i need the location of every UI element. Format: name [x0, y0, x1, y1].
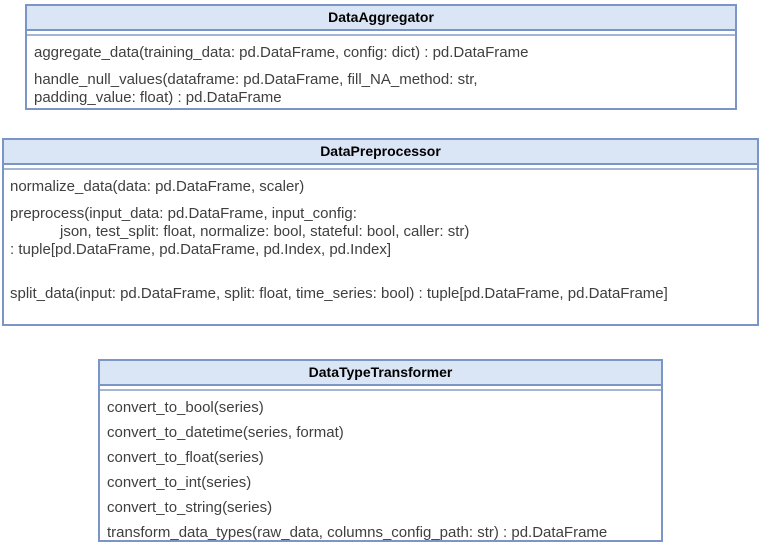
uml-method: transform_data_types(raw_data, columns_c… [107, 524, 654, 542]
uml-method-line: convert_to_float(series) [107, 449, 264, 466]
uml-method: convert_to_int(series) [107, 474, 654, 492]
uml-class-title: DataPreprocessor [4, 140, 757, 165]
uml-class-dataaggregator[interactable]: DataAggregator aggregate_data(training_d… [25, 4, 737, 110]
uml-header-divider [100, 386, 661, 391]
uml-method [10, 268, 750, 276]
uml-method-line: transform_data_types(raw_data, columns_c… [107, 524, 608, 541]
uml-method: normalize_data(data: pd.DataFrame, scale… [10, 178, 750, 196]
uml-method-line: split_data(input: pd.DataFrame, split: f… [10, 285, 668, 302]
uml-method-line: aggregate_data(training_data: pd.DataFra… [34, 44, 529, 61]
uml-class-title: DataAggregator [27, 6, 735, 31]
uml-method-line: convert_to_bool(series) [107, 399, 264, 416]
uml-method: preprocess(input_data: pd.DataFrame, inp… [10, 205, 750, 259]
uml-method-line: convert_to_int(series) [107, 474, 252, 491]
uml-method: aggregate_data(training_data: pd.DataFra… [34, 44, 728, 62]
uml-header-divider [27, 31, 735, 36]
uml-method: handle_null_values(dataframe: pd.DataFra… [34, 71, 728, 107]
uml-class-title: DataTypeTransformer [100, 361, 661, 386]
uml-method-list: aggregate_data(training_data: pd.DataFra… [27, 36, 735, 107]
uml-method: split_data(input: pd.DataFrame, split: f… [10, 285, 750, 303]
uml-method-list: convert_to_bool(series) convert_to_dateti… [100, 391, 661, 542]
uml-class-datatypetransformer[interactable]: DataTypeTransformer convert_to_bool(seri… [98, 359, 663, 542]
uml-method-line: convert_to_string(series) [107, 499, 273, 516]
uml-header-divider [4, 165, 757, 170]
uml-method: convert_to_string(series) [107, 499, 654, 517]
uml-method: convert_to_datetime(series, format) [107, 424, 654, 442]
uml-method: convert_to_bool(series) [107, 399, 654, 417]
uml-method-line: preprocess(input_data: pd.DataFrame, inp… [10, 205, 357, 222]
uml-method-line: : tuple[pd.DataFrame, pd.DataFrame, pd.I… [10, 241, 392, 258]
uml-class-datapreprocessor[interactable]: DataPreprocessor normalize_data(data: pd… [2, 138, 759, 326]
uml-method: convert_to_float(series) [107, 449, 654, 467]
uml-method-line: padding_value: float) : pd.DataFrame [34, 89, 282, 106]
uml-method-line: normalize_data(data: pd.DataFrame, scale… [10, 178, 305, 195]
uml-method-line: json, test_split: float, normalize: bool… [10, 223, 470, 240]
uml-method-line: handle_null_values(dataframe: pd.DataFra… [34, 71, 478, 88]
uml-method-line: convert_to_datetime(series, format) [107, 424, 344, 441]
uml-method-spacer [10, 268, 750, 276]
uml-method-list: normalize_data(data: pd.DataFrame, scale… [4, 170, 757, 303]
